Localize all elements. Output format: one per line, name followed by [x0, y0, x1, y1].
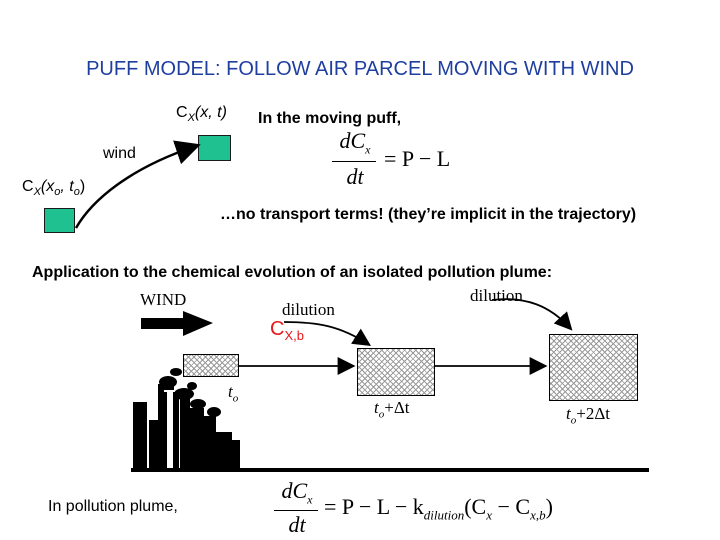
in-plume-label: In pollution plume, — [48, 498, 178, 515]
cxb-label: CX,b — [270, 318, 304, 343]
cx0-label: CX(xo, to) — [22, 178, 86, 199]
wind-text: WIND — [140, 290, 187, 309]
dilution-label-1: dilution — [282, 300, 335, 319]
wind-arrow — [141, 311, 213, 336]
time-label-t1: to+Δt — [374, 398, 410, 421]
puff-box-initial — [44, 208, 75, 233]
application-heading: Application to the chemical evolution of… — [32, 264, 553, 281]
trajectory-curve — [74, 140, 201, 229]
dilution-arrow-1 — [283, 321, 372, 346]
factory-silhouette — [133, 368, 240, 472]
time-label-t2: to+2Δt — [566, 404, 610, 427]
no-transport-note: …no transport terms! (they’re implicit i… — [220, 206, 637, 223]
smokestacks — [164, 392, 179, 472]
cx-label: CX(x, t) — [176, 104, 227, 125]
dilution-label-2: dilution — [470, 286, 523, 305]
moving-puff-label: In the moving puff, — [258, 110, 402, 127]
equation-1: dCx dt = P − L — [330, 128, 480, 194]
plume-box-t2 — [549, 334, 638, 401]
time-label-t0: to — [228, 382, 239, 405]
ground — [131, 468, 649, 472]
dilution-arrow-2 — [491, 298, 573, 331]
page-title: PUFF MODEL: FOLLOW AIR PARCEL MOVING WIT… — [86, 58, 634, 80]
wind-label: wind — [103, 145, 136, 162]
equation-2: dCx dt = P − L − kdilution(Cx − Cx,b) — [272, 478, 612, 540]
plume-box-t1 — [357, 348, 435, 396]
